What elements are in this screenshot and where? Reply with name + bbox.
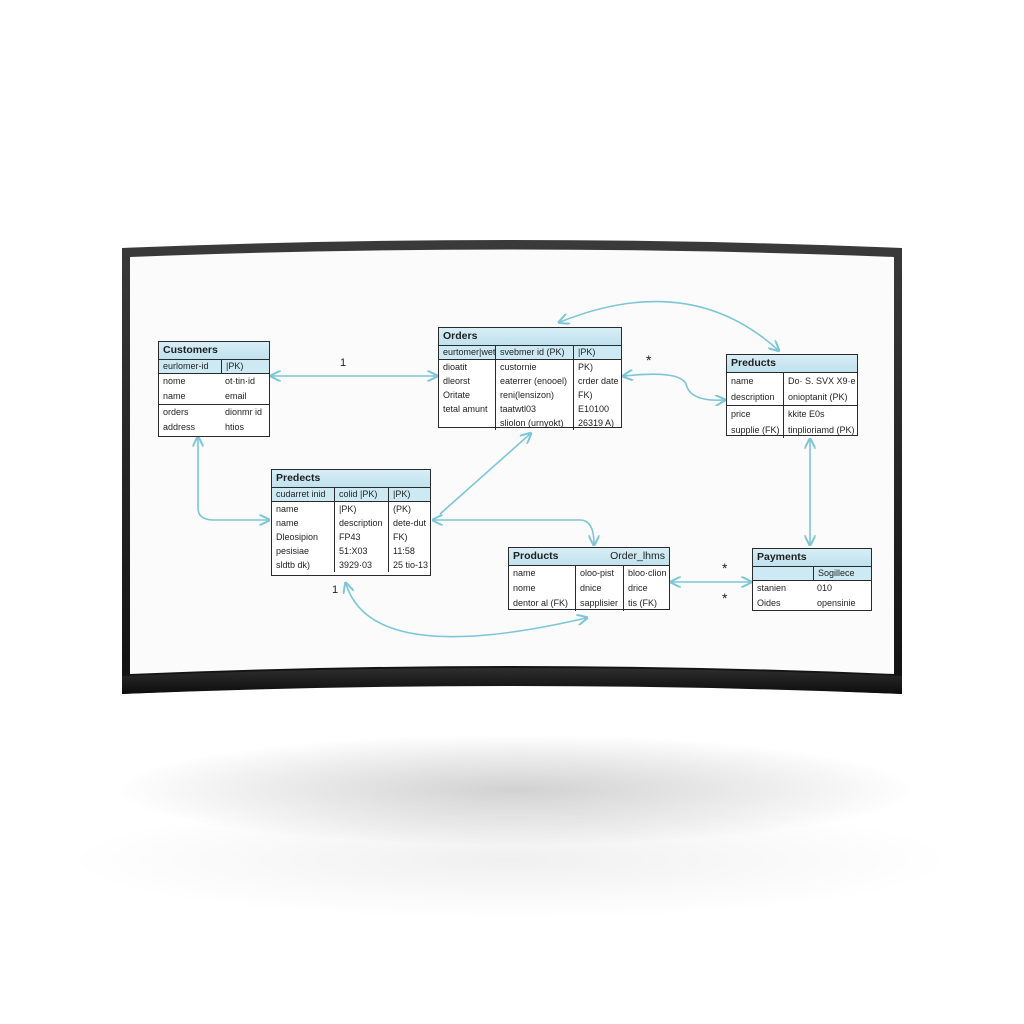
table-customers[interactable]: Customers eurlomer-id |PK) nome ot·tin·i… [158, 341, 270, 437]
table-row: orders dionmr id [159, 404, 269, 420]
table-row: address htios [163, 422, 245, 432]
table-predects[interactable]: Predects cudarret inid colid |PK) |PK) n… [271, 469, 431, 576]
monitor-chin [122, 668, 902, 694]
link-orders-products [624, 374, 724, 400]
cardinality-many: * [722, 590, 728, 606]
table-orders[interactable]: Orders eurtomer|wets svebmer id (PK) |PK… [438, 327, 622, 430]
table-title: Orders [439, 328, 621, 346]
table-products-right[interactable]: Preducts name Do· S. SVX X9·e descriptio… [726, 354, 858, 438]
cardinality-many: * [646, 352, 652, 368]
table-title: Preducts [727, 355, 857, 373]
table-products-order-items[interactable]: Products Order_lhms name oloo-pist bloo·… [508, 547, 670, 611]
table-header: eurlomer-id |PK) [159, 360, 269, 374]
table-row: Dleosipion FP43 FK) [272, 530, 430, 544]
table-row: Oritate reni(lensizon) FK) [439, 388, 621, 402]
table-row: stanien 010 [757, 583, 833, 593]
link-customers-predects [198, 438, 268, 520]
table-row: dentor al (FK) sapplisier tis (FK) [509, 596, 669, 611]
table-row: dioatit custornie PK) [439, 360, 621, 374]
table-title: Payments [753, 549, 871, 567]
table-header: cudarret inid colid |PK) |PK) [272, 488, 430, 502]
table-row: nome dnice drice [509, 581, 669, 596]
link-orders-products-top [560, 300, 778, 350]
table-row: description onioptanit (PK) [727, 389, 857, 405]
table-header: eurtomer|wets svebmer id (PK) |PK) [439, 346, 621, 360]
table-row: sldtb dk) 3929·03 25 tio-13 [276, 558, 429, 572]
table-row: nome ot·tin·id [163, 376, 256, 386]
floor-shadow [120, 735, 910, 845]
table-row: pesisiae 51:X03 11:58 [272, 544, 430, 558]
cardinality-many: * [722, 560, 728, 576]
link-predects-orders [439, 434, 530, 515]
table-title: Predects [272, 470, 430, 488]
link-predects-loop [346, 584, 586, 638]
table-row: price kkite E0s [727, 405, 857, 422]
table-row: Oides opensinie [757, 598, 856, 608]
table-row: name email [163, 391, 247, 401]
table-row: name |PK) (PK) [272, 502, 430, 516]
table-row: name description dete-dut [272, 516, 430, 530]
table-row: name oloo-pist bloo·clion [509, 566, 669, 581]
cardinality-one: 1 [332, 584, 339, 596]
table-payments[interactable]: Payments Sogillece stanien 010 Oides ope… [752, 548, 872, 611]
cardinality-one: 1 [340, 357, 347, 369]
floor-shadow-soft [60, 800, 960, 920]
table-header: Sogillece [753, 567, 871, 581]
table-title: Customers [159, 342, 269, 360]
table-row: tetal amunt taatwtl03 E10100 [439, 402, 621, 416]
table-row: supplie (FK) tinplioriamd (PK) [727, 422, 857, 438]
table-row: name Do· S. SVX X9·e [727, 373, 857, 389]
table-title: Products Order_lhms [509, 548, 669, 566]
link-predects-products [434, 520, 594, 544]
table-row: sliolon (urnyokt) 26319 A) [439, 416, 621, 430]
table-row: dleorst eaterrer (enooel) crder date [439, 374, 621, 388]
